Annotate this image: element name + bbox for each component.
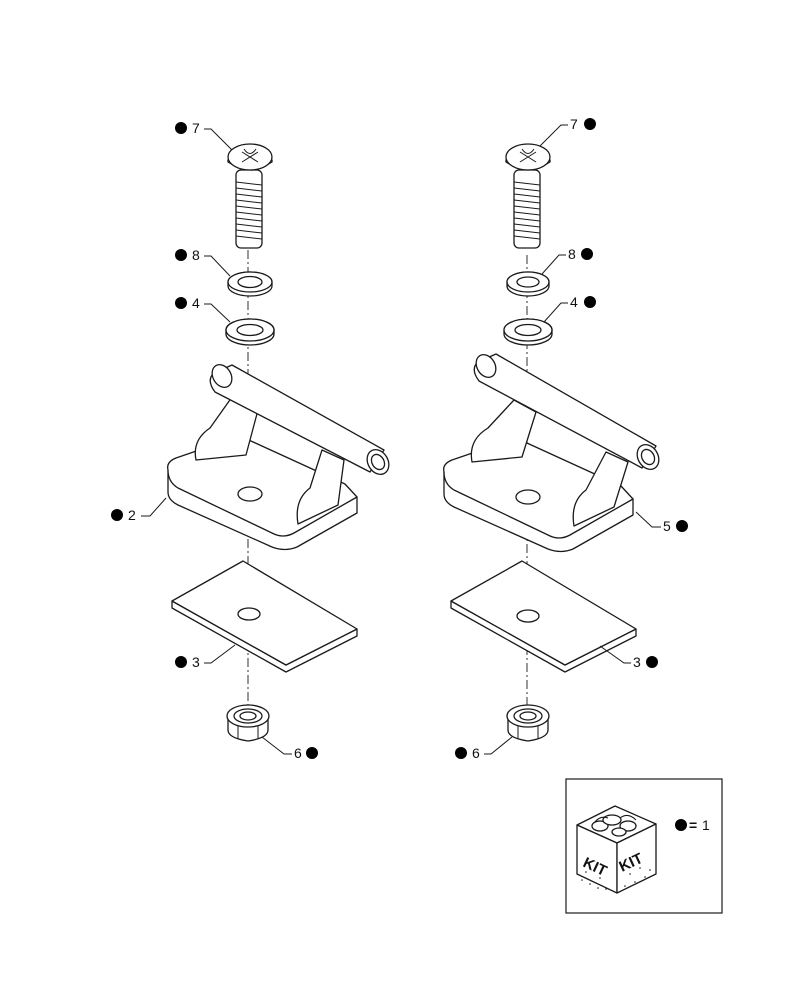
callout-l4: 4 bbox=[175, 295, 231, 323]
legend-kit-number: 1 bbox=[702, 817, 710, 833]
callout-r4: 4 bbox=[543, 294, 596, 323]
left-washer-part-8 bbox=[227, 271, 273, 297]
kit-marker-dot bbox=[175, 249, 187, 261]
right-screw-part-7 bbox=[505, 143, 551, 249]
callout-l2: 2 bbox=[111, 497, 167, 523]
left-assembly bbox=[167, 143, 390, 742]
callout-number: 5 bbox=[663, 518, 671, 534]
kit-marker-dot bbox=[646, 656, 658, 668]
kit-marker-dot bbox=[584, 296, 596, 308]
right-assembly bbox=[443, 143, 660, 742]
left-bracket-part-2 bbox=[167, 364, 390, 551]
right-plate-part-3 bbox=[450, 560, 637, 673]
left-washer-part-4 bbox=[225, 318, 275, 346]
kit-marker-dot bbox=[175, 122, 187, 134]
callout-number: 2 bbox=[128, 507, 136, 523]
right-bracket-part-5 bbox=[443, 353, 660, 553]
callout-number: 6 bbox=[294, 745, 302, 761]
kit-marker-dot bbox=[175, 656, 187, 668]
callout-number: 4 bbox=[192, 295, 200, 311]
kit-box-icon: KIT KIT bbox=[576, 805, 657, 894]
kit-marker-dot bbox=[306, 747, 318, 759]
callout-number: 7 bbox=[192, 120, 200, 136]
right-washer-part-4 bbox=[503, 318, 553, 346]
callout-number: 8 bbox=[192, 247, 200, 263]
kit-legend: KIT KIT = 1 bbox=[565, 778, 723, 914]
callout-r7: 7 bbox=[539, 116, 596, 147]
kit-marker-dot bbox=[676, 520, 688, 532]
callout-number: 6 bbox=[472, 745, 480, 761]
right-washer-part-8 bbox=[506, 271, 550, 297]
callout-l6: 6 bbox=[261, 736, 318, 761]
left-nut-part-6 bbox=[226, 704, 270, 742]
kit-marker-dot bbox=[584, 118, 596, 130]
legend-kit-dot bbox=[675, 819, 687, 831]
callout-l7: 7 bbox=[175, 120, 233, 151]
callout-l3: 3 bbox=[175, 644, 236, 670]
left-plate-part-3 bbox=[171, 560, 358, 673]
callout-r6: 6 bbox=[455, 736, 513, 761]
callout-number: 3 bbox=[633, 654, 641, 670]
callout-l8: 8 bbox=[175, 247, 231, 277]
callout-number: 7 bbox=[570, 116, 578, 132]
kit-marker-dot bbox=[175, 297, 187, 309]
legend-equals-sign: = bbox=[689, 817, 697, 833]
callout-r3: 3 bbox=[599, 645, 658, 670]
callout-number: 4 bbox=[570, 294, 578, 310]
callout-r8: 8 bbox=[541, 246, 593, 275]
kit-marker-dot bbox=[581, 248, 593, 260]
kit-marker-dot bbox=[455, 747, 467, 759]
right-nut-part-6 bbox=[506, 704, 550, 742]
left-screw-part-7 bbox=[227, 143, 273, 249]
callout-r5: 5 bbox=[635, 511, 688, 534]
kit-marker-dot bbox=[111, 509, 123, 521]
callout-number: 8 bbox=[568, 246, 576, 262]
callout-number: 3 bbox=[192, 654, 200, 670]
